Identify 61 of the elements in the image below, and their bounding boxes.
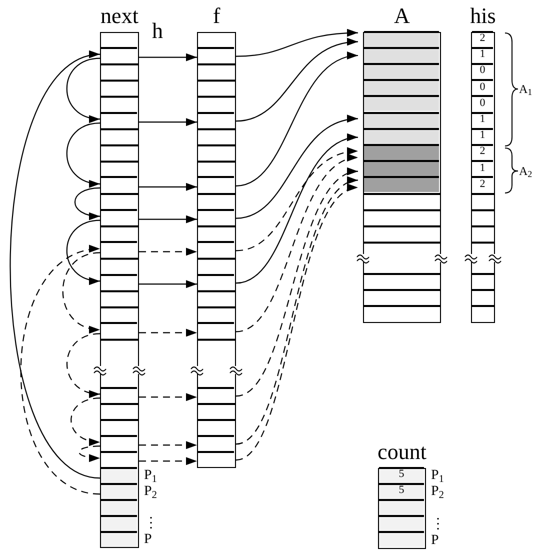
array-cell: 1: [472, 160, 493, 176]
arrow: [70, 398, 100, 445]
empty-cell: [364, 30, 439, 47]
mapping-label: h: [152, 20, 163, 42]
row-label: P$_{1}$: [144, 469, 158, 484]
empty-cell: [364, 176, 439, 192]
arrow: [66, 122, 100, 187]
array-cell: 0: [472, 79, 493, 96]
empty-cell: [364, 144, 439, 160]
arrow: [139, 118, 197, 126]
empty-cell: [101, 482, 137, 499]
arrow: [66, 58, 100, 122]
arrow: [236, 38, 358, 122]
arrow: [139, 215, 197, 224]
arrow: [139, 441, 197, 450]
row-label: P$_{2}$: [431, 485, 444, 500]
arrow: [62, 252, 100, 332]
row-label: ⋮: [431, 518, 445, 532]
row-label: ⋮: [144, 517, 158, 532]
empty-cell: [364, 128, 439, 144]
arrow: [139, 248, 197, 256]
empty-cell: [379, 515, 424, 532]
empty-cell: [101, 530, 137, 547]
empty-cell: [364, 95, 439, 112]
arrow: [10, 54, 100, 479]
arrow: [66, 220, 100, 284]
empty-cell: [364, 46, 439, 63]
empty-cell: [364, 112, 439, 128]
empty-cell: [101, 498, 137, 515]
arrow: [20, 246, 100, 495]
arrow: [139, 53, 197, 62]
array-label: A: [394, 2, 410, 30]
empty-cell: [101, 514, 137, 531]
row-label: P$_{2}$: [144, 485, 158, 500]
arrow: [139, 182, 197, 191]
group-label: A$_{2}$: [519, 165, 532, 177]
empty-cell: [101, 466, 137, 483]
arrow: [139, 280, 197, 288]
array-label: f: [212, 2, 220, 30]
arrow: [139, 457, 197, 466]
row-label: P$_{1}$: [431, 469, 444, 484]
array-label: next: [100, 2, 138, 30]
arrow: [139, 393, 197, 402]
arrow: [66, 333, 100, 397]
array-cell: 5: [379, 466, 424, 483]
empty-cell: [364, 160, 439, 176]
empty-cell: [364, 79, 439, 96]
arrow: [139, 328, 197, 337]
group-label: A$_{1}$: [519, 83, 532, 95]
arrow: [236, 29, 358, 57]
row-label: P: [144, 533, 152, 548]
array-label: his: [470, 2, 496, 30]
empty-cell: [364, 62, 439, 80]
empty-cell: [379, 531, 424, 548]
array-label: count: [378, 438, 426, 466]
arrow: [78, 446, 100, 462]
arrow: [74, 187, 100, 220]
empty-cell: [379, 498, 424, 516]
arrow: [236, 53, 358, 186]
array-cell: 5: [379, 482, 424, 499]
row-label: P: [431, 534, 439, 548]
